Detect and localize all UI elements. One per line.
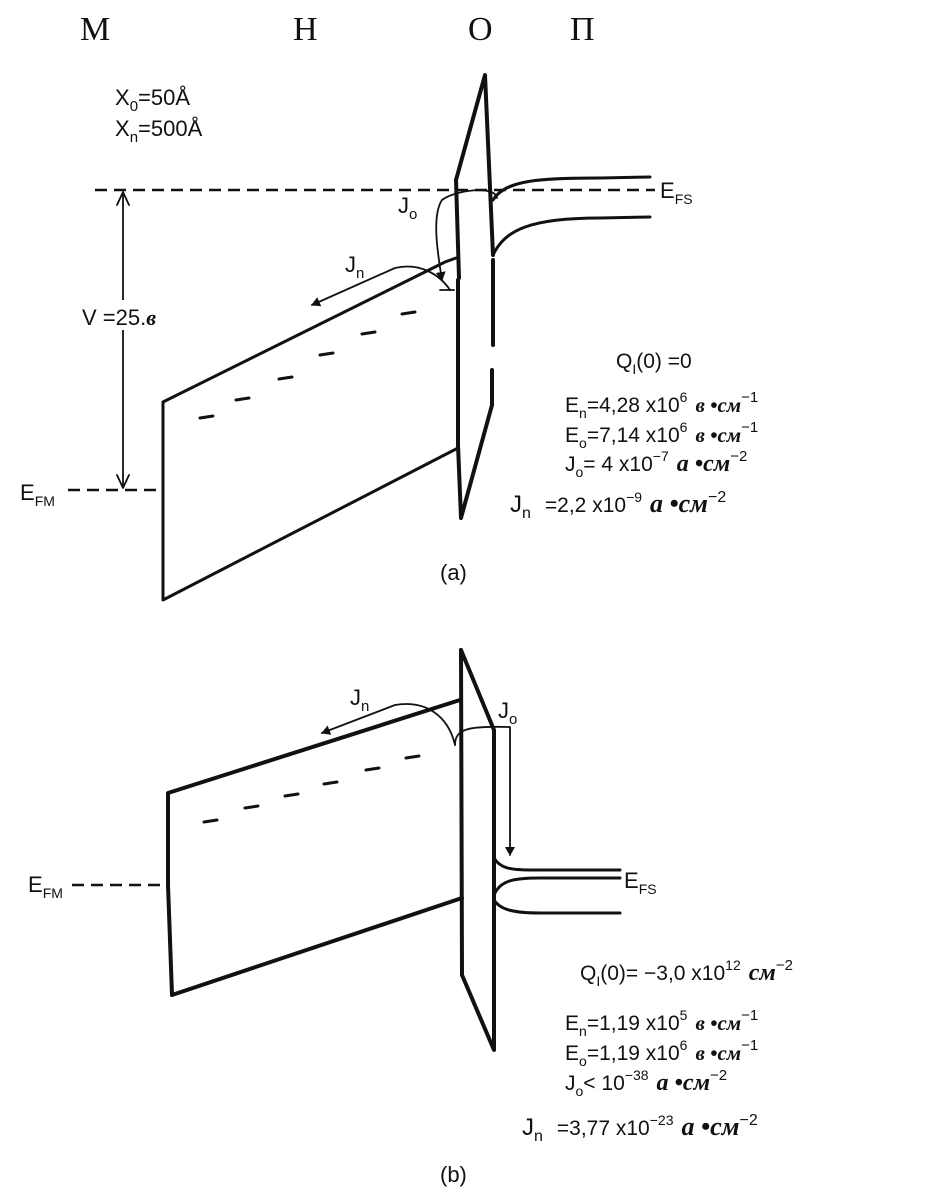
oxide-left-b xyxy=(459,648,464,977)
panel-a: X0=50Å Xn=500Å EFS V =25.в EFM xyxy=(20,73,758,602)
semi-valence-band-b xyxy=(492,898,622,915)
voltage-arrow-bottom xyxy=(116,474,130,489)
caption-b: (b) xyxy=(440,1162,467,1187)
oxide-right-b xyxy=(459,648,496,1052)
jo-label-b: Jo xyxy=(498,698,517,728)
nitride-conduction-band-b xyxy=(166,698,462,887)
jn-label-b: Jn xyxy=(350,685,369,715)
nitride-valence-band-a xyxy=(161,446,460,602)
semi-conduction-band-b xyxy=(492,876,622,897)
header-nitride: Н xyxy=(293,11,318,48)
jn-arrow-a xyxy=(311,265,451,307)
trapped-charges-a xyxy=(198,310,417,420)
jo-arrow-a xyxy=(435,189,498,281)
jo-arrow-b xyxy=(454,725,515,856)
oxide-left-upper-a xyxy=(454,178,461,280)
qi-label-a: QI(0) =0 xyxy=(616,350,692,377)
nitride-conduction-band-a xyxy=(161,256,458,492)
header-metal: М xyxy=(80,11,110,48)
header-semiconductor: П xyxy=(570,11,595,48)
header-oxide: О xyxy=(468,11,493,48)
semi-valence-band-a xyxy=(491,215,652,257)
caption-a: (a) xyxy=(440,560,467,585)
voltage-label: V =25.в xyxy=(82,305,156,330)
jn-label-a: Jn xyxy=(345,252,364,282)
semi-efs-band-b xyxy=(492,856,622,872)
semi-conduction-band-a xyxy=(491,175,652,202)
jn-arrow-b xyxy=(321,703,456,746)
nitride-valence-band-b xyxy=(166,883,464,997)
efm-label-b: EFM xyxy=(28,872,63,901)
trapped-charges-b xyxy=(202,754,421,824)
voltage-arrow-top xyxy=(116,191,130,206)
jo-label-a: Jo xyxy=(398,193,417,223)
efm-label-a: EFM xyxy=(20,480,55,509)
xn-label: Xn=500Å xyxy=(115,116,203,146)
x0-label: X0=50Å xyxy=(115,85,190,115)
efs-label-a: EFS xyxy=(660,178,693,207)
oxide-top-a xyxy=(454,73,495,257)
efs-label-b: EFS xyxy=(624,868,657,897)
oxide-bottom-a xyxy=(456,403,494,520)
